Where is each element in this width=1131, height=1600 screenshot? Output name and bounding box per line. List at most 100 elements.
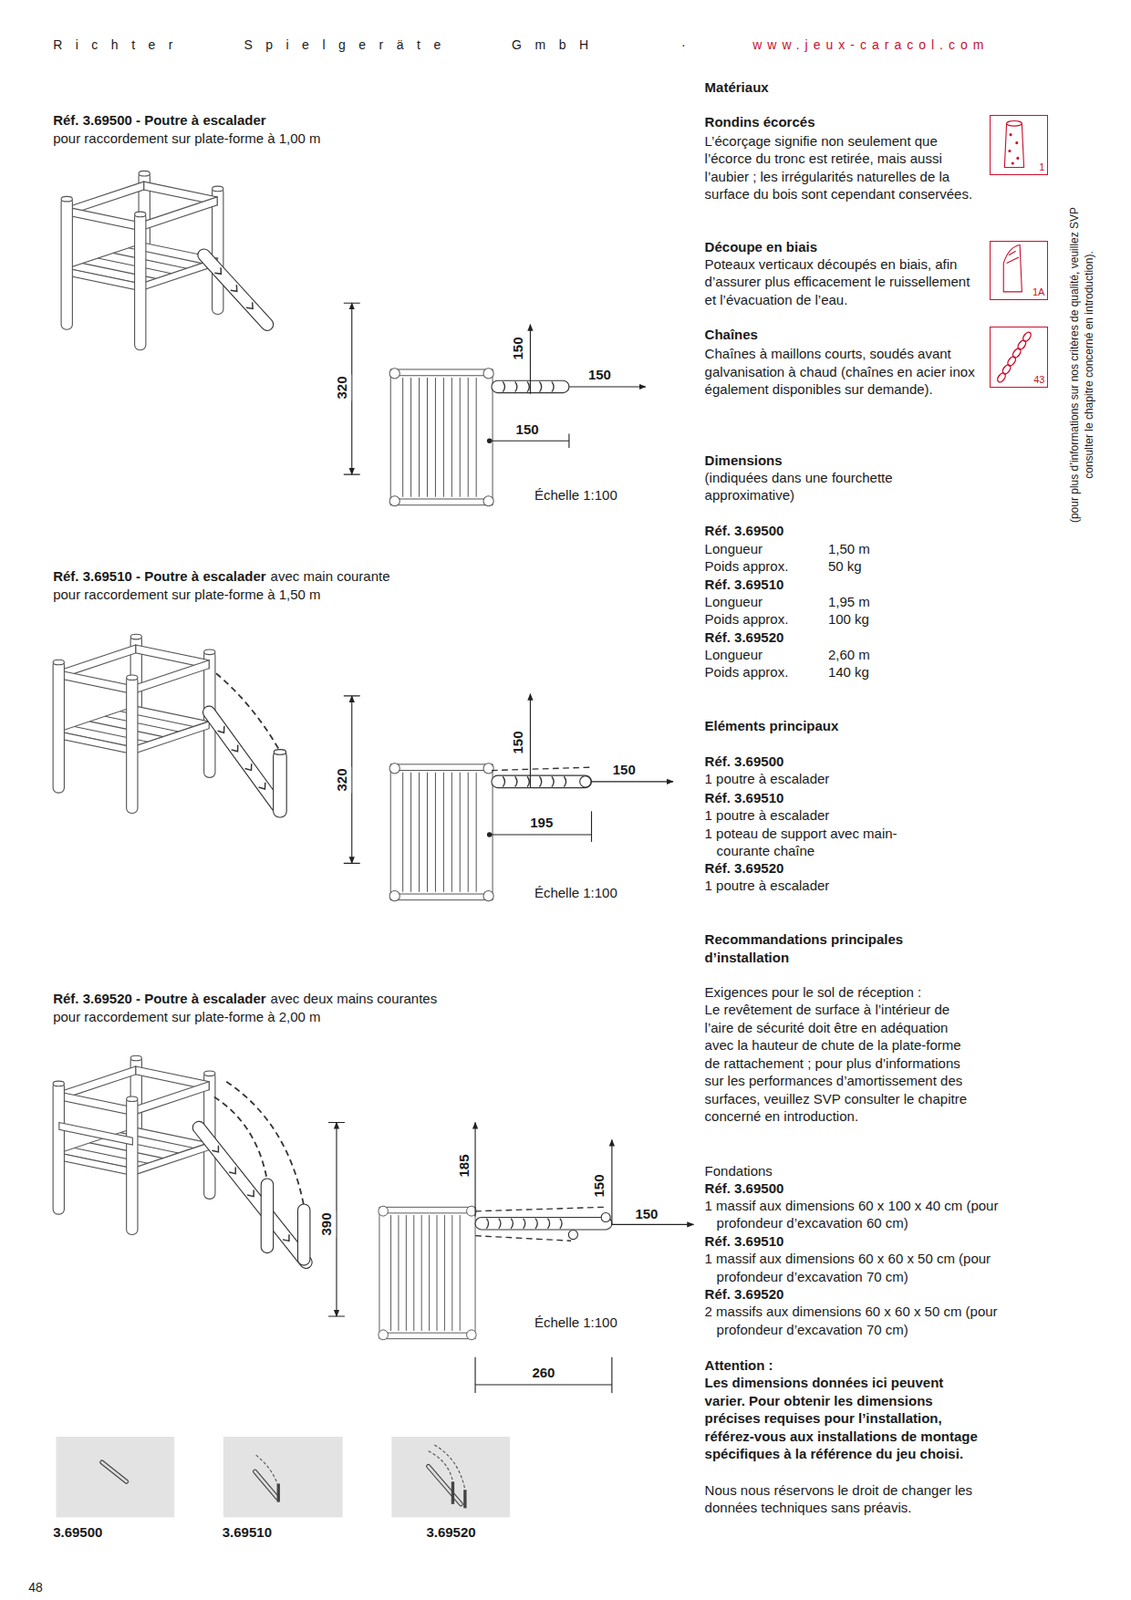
drawing-part [247,1189,257,1199]
drawing-part [475,1357,613,1393]
product-heading: Réf. 3.69520 - Poutre à escalader [52,989,266,1008]
drawing-part [245,763,256,773]
material-heading: Découpe en biais [705,238,818,257]
drawing-part [391,1436,510,1517]
drawing-part [475,1383,613,1385]
drawing-part [463,1489,467,1508]
drawing-part [1006,250,1019,263]
section-note: (indiquées dans une fourchette approxima… [705,468,935,505]
drawing-part [591,810,592,842]
drawing-part [223,1436,343,1517]
dimension-value: 150 [611,760,638,779]
drawing-part [451,1481,455,1505]
drawing-part [527,381,530,392]
drawing-part [601,1212,611,1222]
drawing-part [539,776,541,787]
drawing-part [1008,150,1011,153]
drawing-part [214,267,224,277]
section-heading: Dimensions [705,451,783,470]
drawing-part [487,438,491,443]
drawing-part [1016,339,1028,352]
product-heading-suffix: avec main courante [270,567,391,586]
drawing-part [523,1218,526,1229]
dimension-value: 150 [514,420,541,439]
drawing-part [568,433,570,448]
drawing-part [61,170,224,350]
dimension-value: 150 [591,1172,610,1200]
reference-number: Réf. 3.69510 [705,1232,785,1251]
table-cell: Longueur [705,645,763,665]
table-cell: 2,60 m [828,645,871,665]
symbol-box: 1A [989,240,1049,301]
table-cell: 1,95 m [828,592,871,612]
thumbnail [55,1436,175,1517]
list-item: 2 massifs aux dimensions 60 x 60 x 50 cm… [705,1302,1008,1339]
drawing-part [527,776,530,787]
drawing-part [378,1205,477,1339]
list-item: 1 poutre à escalader [705,876,831,895]
drawing-part [246,301,256,312]
plan-view [389,763,592,902]
drawing-part [1016,142,1018,145]
drawing-part [489,440,570,442]
material-heading: Rondins écorcés [705,113,816,132]
dimension-value: 150 [586,366,613,385]
material-icon [996,331,1033,384]
drawing-part [228,1166,239,1176]
dimension-value: 185 [455,1152,474,1180]
drawing-part [568,1229,578,1239]
drawing-part [1001,363,1013,375]
drawing-part [547,1218,550,1229]
drawing-part [611,1140,613,1225]
drawing-part [502,776,505,787]
drawing-part [475,1217,613,1230]
table-cell: 50 kg [828,557,862,576]
drawing-part [52,1055,216,1235]
plan-view [389,368,570,507]
drawing-part [535,1218,538,1229]
icon-number: 43 [1033,373,1045,386]
drawing-part [204,255,268,325]
dimension-lines [328,1121,694,1392]
drawing-part [515,381,518,392]
website-url: www.jeux-caracol.com [752,36,989,53]
drawing-part [59,1121,134,1145]
drawing-part [217,726,229,736]
product-subheading: pour raccordement sur plate-forme à 1,50… [52,585,321,604]
product-heading: Réf. 3.69510 - Poutre à escalader [52,567,266,586]
drawing-part [580,776,592,788]
list-item: 1 poutre à escalader [705,769,831,789]
drawing-part [273,749,286,756]
notice-heading: Attention : [705,1356,774,1375]
drawing-part [428,1444,466,1490]
platform-view [61,170,268,350]
drawing-part [231,745,242,755]
reference-number: Réf. 3.69520 [705,1285,785,1304]
material-heading: Chaînes [705,325,758,344]
drawing-part [55,1436,175,1517]
drawing-part [591,780,674,782]
drawing-part [1009,134,1012,136]
material-text: Chaînes à maillons courts, soudés avant … [705,344,983,399]
drawing-part [510,1218,513,1229]
drawing-part [1003,244,1022,291]
drawing-part [486,1218,488,1229]
product-heading: Réf. 3.69500 - Poutre à escalader [52,111,266,130]
drawing-part [551,776,554,787]
scale-note: Échelle 1:100 [534,883,618,903]
dimension-value: 320 [332,373,352,401]
scale-note: Échelle 1:100 [534,1313,618,1332]
body-text: Le revêtement de surface à l’intérieur d… [705,1000,979,1126]
drawing-part [428,1465,462,1504]
drawing-part [211,1145,221,1155]
drawing-part [102,1462,127,1482]
material-icon [1004,121,1024,168]
drawing-part [1011,347,1023,360]
notice-text: Les dimensions données ici peuvent varie… [705,1373,986,1464]
dimension-value: 390 [317,1210,336,1237]
drawing-part [529,694,531,789]
drawing-part [551,381,554,392]
section-heading: Matériaux [705,78,769,97]
body-text: Nous nous réservons le droit de changer … [705,1481,986,1517]
